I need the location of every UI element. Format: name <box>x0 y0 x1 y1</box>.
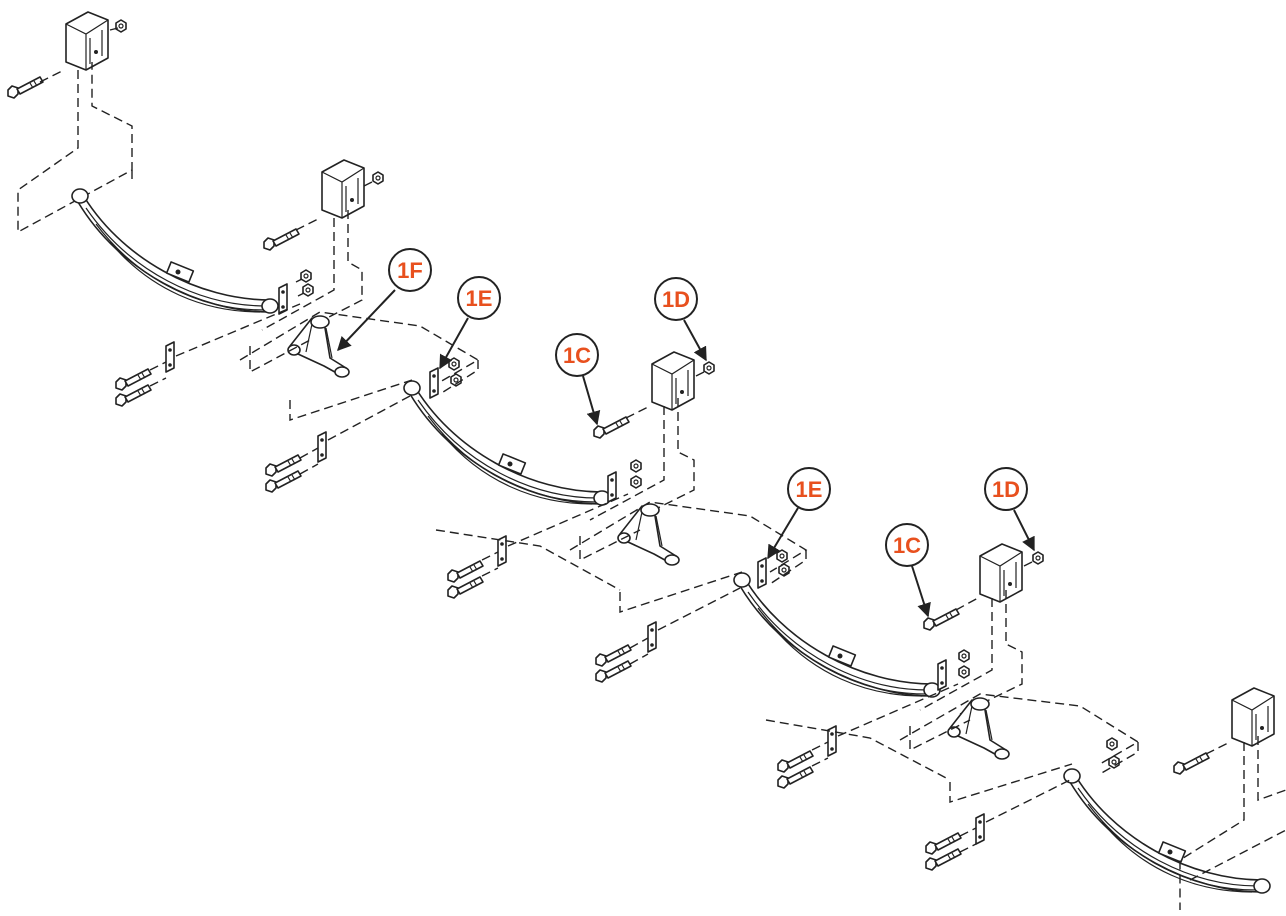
callout-1c-upper-circle <box>555 333 599 377</box>
callout-1d-upper: 1D <box>654 277 707 362</box>
callout-1e-upper: 1E <box>439 276 501 370</box>
callout-1c-lower-label: 1C <box>893 533 921 558</box>
callout-1c-lower: 1C <box>885 523 931 618</box>
callout-1c-upper-label: 1C <box>563 343 591 368</box>
callout-1e-lower: 1E <box>767 467 831 560</box>
callout-1f-label: 1F <box>397 258 423 283</box>
assembly-unit-4 <box>925 687 1286 910</box>
assembly-unit-2 <box>265 351 808 599</box>
callout-1e-upper-circle <box>457 276 501 320</box>
callout-1e-upper-label: 1E <box>466 286 493 311</box>
callout-1c-upper: 1C <box>555 333 601 426</box>
callout-1c-lower-circle <box>885 523 929 567</box>
callout-1d-lower-circle <box>984 467 1028 511</box>
assembly-unit-3 <box>595 543 1140 789</box>
callout-1f: 1F <box>337 248 432 352</box>
callout-1d-upper-label: 1D <box>662 287 690 312</box>
callout-1f-circle <box>388 248 432 292</box>
callout-1d-lower: 1D <box>984 467 1035 552</box>
callout-1e-lower-label: 1E <box>796 477 823 502</box>
callout-1d-lower-label: 1D <box>992 477 1020 502</box>
callout-1d-upper-circle <box>654 277 698 321</box>
assembly-unit-1 <box>7 11 480 407</box>
callout-1e-lower-circle <box>787 467 831 511</box>
